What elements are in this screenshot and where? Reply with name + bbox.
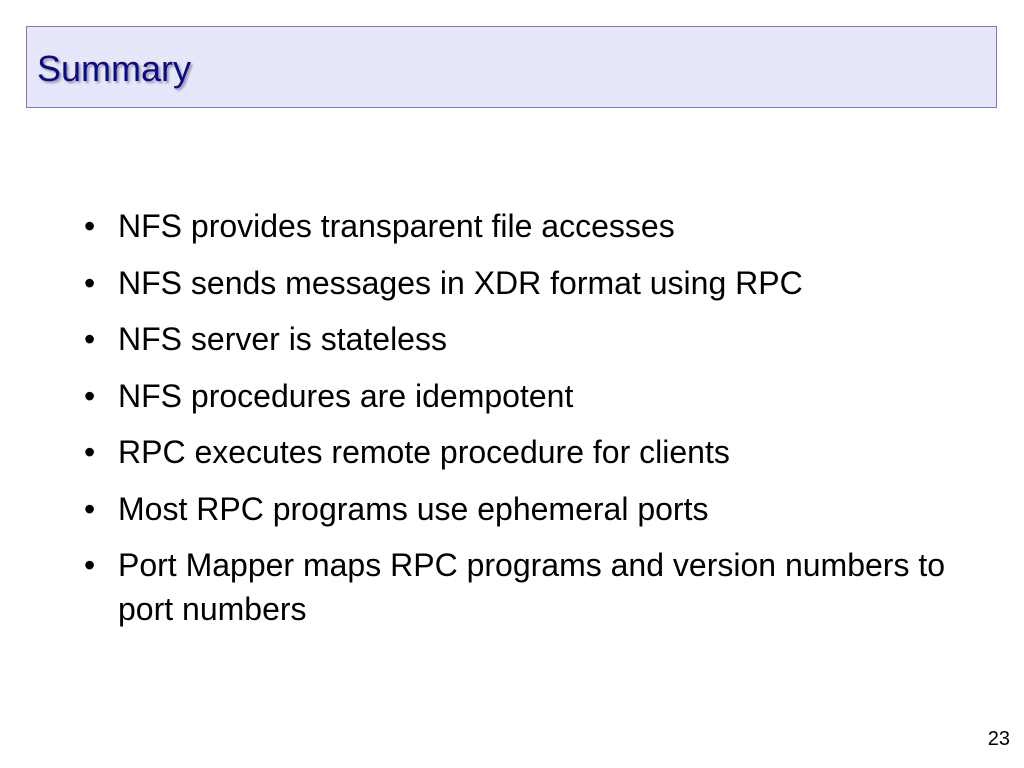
bullet-item: • NFS sends messages in XDR format using…: [80, 261, 980, 305]
bullet-item: • Port Mapper maps RPC programs and vers…: [80, 543, 980, 631]
bullet-item: • NFS server is stateless: [80, 317, 980, 361]
bullet-item: • NFS provides transparent file accesses: [80, 204, 980, 248]
bullet-icon: •: [84, 434, 96, 470]
bullet-item: • NFS procedures are idempotent: [80, 374, 980, 418]
bullet-text: RPC executes remote procedure for client…: [118, 434, 730, 470]
bullet-list: • NFS provides transparent file accesses…: [80, 204, 980, 644]
page-number: 23: [987, 728, 1010, 750]
bullet-item: • Most RPC programs use ephemeral ports: [80, 487, 980, 531]
slide-title: Summary: [37, 48, 192, 89]
bullet-text: NFS procedures are idempotent: [118, 377, 574, 414]
bullet-text: NFS sends messages in XDR format using R…: [118, 264, 803, 301]
bullet-text: NFS server is stateless: [118, 321, 447, 357]
bullet-item: • RPC executes remote procedure for clie…: [80, 430, 980, 474]
bullet-icon: •: [84, 264, 96, 301]
bullet-icon: •: [84, 321, 96, 357]
bullet-icon: •: [84, 377, 96, 414]
bullet-text: Port Mapper maps RPC programs and versio…: [118, 547, 946, 627]
bullet-icon: •: [84, 208, 96, 244]
title-bar: Summary: [26, 26, 997, 108]
bullet-text: Most RPC programs use ephemeral ports: [118, 490, 709, 527]
bullet-icon: •: [84, 547, 96, 583]
bullet-icon: •: [84, 490, 96, 527]
bullet-text: NFS provides transparent file accesses: [118, 208, 675, 244]
